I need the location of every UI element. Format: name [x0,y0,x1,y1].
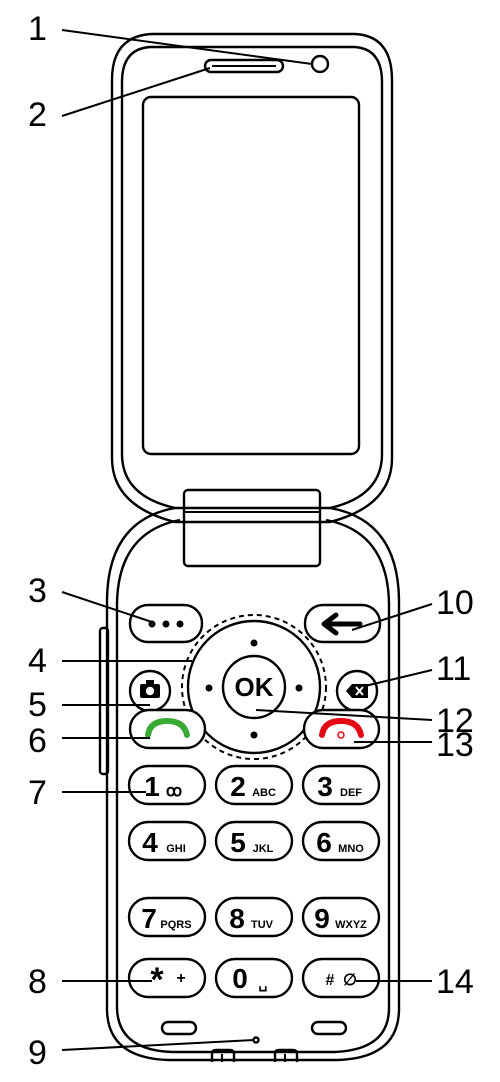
earpiece [203,58,285,74]
key-0[interactable]: 0 ␣ [214,957,294,999]
camera-icon [140,680,160,698]
key-1[interactable]: 1 ꝏ [127,764,207,806]
callout-10: 10 [436,584,474,622]
callout-12: 12 [436,702,474,740]
backspace-icon [346,684,368,698]
callout-7: 7 [28,774,47,812]
svg-text:JKL: JKL [253,843,274,855]
phone-lid [110,32,394,524]
clear-key[interactable] [335,669,379,713]
speaker-slot-right [310,1020,348,1036]
callout-13: 13 [436,726,474,764]
callout-1: 1 [28,10,47,48]
svg-text:8: 8 [229,903,245,934]
key-5[interactable]: 5 JKL [214,820,294,862]
svg-text:ABC: ABC [252,787,276,799]
callout-4: 4 [28,642,47,680]
svg-text:6: 6 [316,827,332,858]
callout-6: 6 [28,722,47,760]
key-9[interactable]: 9 WXYZ [301,896,381,938]
phone-call-icon [145,717,190,738]
key-3[interactable]: 3 DEF [301,764,381,806]
front-camera [310,54,330,74]
callout-11: 11 [436,650,471,688]
nav-dot-down [250,731,258,739]
key-6[interactable]: 6 MNO [301,820,381,862]
key-8[interactable]: 8 TUV [214,896,294,938]
svg-text:PQRS: PQRS [160,919,191,931]
callout-2: 2 [28,96,47,134]
back-arrow-icon [321,612,363,636]
charging-contacts [210,1048,299,1062]
leader-lines [61,29,433,1051]
back-key[interactable] [303,603,382,644]
callout-3: 3 [28,572,47,610]
svg-text:WXYZ: WXYZ [335,919,367,931]
nav-dot-left [205,684,213,692]
svg-text:0: 0 [232,963,248,994]
call-key[interactable] [128,708,207,750]
end-key[interactable] [302,708,381,750]
more-dots-icon [148,620,184,628]
key-4[interactable]: 4 GHI [127,820,207,862]
nav-dot-right [295,684,303,692]
microphone [252,1036,260,1044]
display-screen [141,95,361,456]
key-star[interactable]: * + [127,957,207,999]
svg-text:MNO: MNO [338,843,364,855]
keypad: 1 ꝏ 2 ABC 3 DEF 4 GHI 5 JKL 6 MNO [127,764,381,999]
navigation-cluster: OK [181,614,327,760]
svg-text:2: 2 [230,771,246,802]
key-hash[interactable]: # ∅ [301,957,381,999]
svg-text:#: # [326,972,335,989]
speaker-slot-left [160,1020,198,1036]
phone-base [105,506,401,1062]
svg-text:4: 4 [142,827,158,858]
phone-end-icon [319,717,364,738]
key-2[interactable]: 2 ABC [214,764,294,806]
svg-text:∅: ∅ [343,972,357,989]
camera-key[interactable] [128,669,172,713]
callout-14: 14 [436,963,474,1001]
svg-text:*: * [150,961,164,999]
svg-text:ꝏ: ꝏ [166,783,182,800]
callout-numbers: 1 2 3 4 5 6 7 8 9 10 11 12 13 14 [28,10,474,1072]
callout-9: 9 [28,1034,47,1072]
key-7[interactable]: 7 PQRS [127,896,207,938]
ok-button[interactable] [221,654,287,720]
callout-5: 5 [28,686,47,724]
svg-text:+: + [176,970,185,987]
side-volume-button[interactable] [98,626,110,776]
svg-text:1: 1 [144,771,160,802]
nav-dot-up [250,639,258,647]
svg-text:7: 7 [141,903,157,934]
menu-key[interactable] [128,603,204,644]
callout-8: 8 [28,963,47,1001]
svg-text:␣: ␣ [259,975,268,992]
svg-text:3: 3 [317,771,333,802]
svg-text:TUV: TUV [251,919,274,931]
svg-text:9: 9 [314,903,330,934]
svg-text:DEF: DEF [340,787,362,799]
hinge [182,488,322,568]
svg-text:5: 5 [230,827,246,858]
svg-text:GHI: GHI [166,843,186,855]
ok-label: OK [235,672,274,702]
